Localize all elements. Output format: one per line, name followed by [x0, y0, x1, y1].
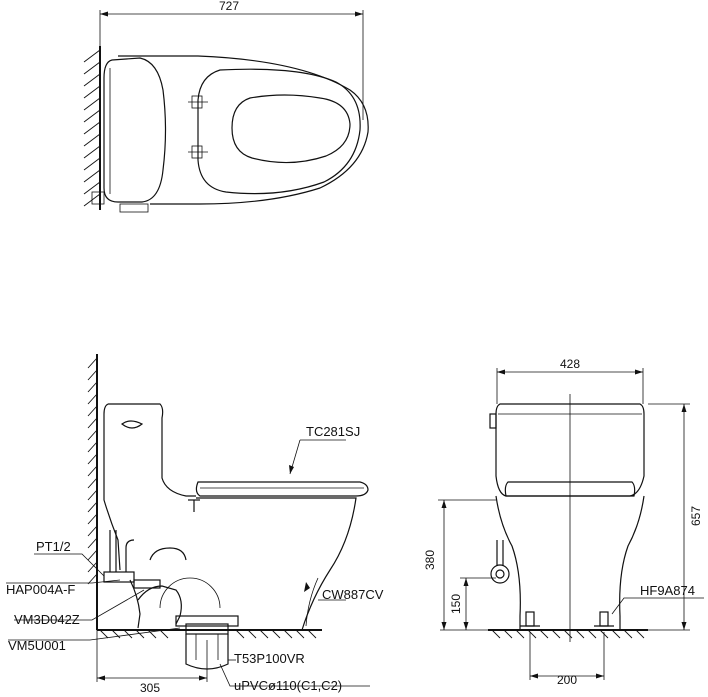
side-view-drain — [159, 577, 239, 670]
front-view: 428 — [423, 357, 704, 687]
drain-adapter-label: T53P100VR — [234, 651, 305, 666]
side-view-seat — [195, 481, 369, 497]
top-view-seat — [197, 68, 361, 195]
overall-width-label: 727 — [219, 0, 239, 13]
front-view-seat — [504, 481, 636, 497]
stop-valve-label: PT1/2 — [36, 539, 71, 554]
side-view: 305 TC281SJ CW887CV PT1/2 HAP004A-F VM3D… — [6, 354, 384, 695]
flush-button — [121, 420, 144, 429]
top-view-wall — [83, 46, 101, 210]
side-view-supply — [103, 530, 161, 629]
top-view-supply-fitting — [91, 191, 149, 213]
side-view-callouts: TC281SJ CW887CV PT1/2 HAP004A-F VM3D042Z… — [6, 424, 384, 693]
supply-height-label: 150 — [449, 594, 463, 614]
dimension-overall-width: 727 — [99, 0, 364, 120]
dimension-bolt-spacing: 200 — [529, 632, 605, 687]
side-view-tank — [108, 403, 196, 497]
hose-label: HAP004A-F — [6, 582, 75, 597]
top-view-hinges — [188, 95, 208, 159]
front-width-label: 428 — [560, 357, 580, 371]
rough-in-label: 305 — [140, 681, 160, 695]
seat-height-label: 380 — [423, 550, 437, 570]
front-height-label: 657 — [689, 506, 703, 526]
bolt-spacing-label: 200 — [557, 673, 577, 687]
front-view-bolts — [520, 611, 614, 627]
top-view: 727 — [83, 0, 369, 213]
drain-pipe-label: uPVCø110(C1,C2) — [234, 678, 342, 693]
dimension-front-width: 428 — [496, 357, 644, 404]
front-view-supply — [490, 540, 510, 584]
side-view-hinge-bolt — [188, 499, 200, 512]
side-view-trapway — [149, 547, 187, 561]
front-view-pedestal — [495, 495, 521, 630]
top-view-bowl-opening — [231, 94, 351, 164]
dimension-rough-in: 305 — [96, 630, 208, 695]
flange-label: VM5U001 — [8, 638, 66, 653]
dimension-supply-height: 150 — [449, 577, 496, 630]
front-view-floor — [488, 629, 648, 639]
side-view-wall — [87, 354, 98, 630]
side-view-floor — [97, 629, 322, 639]
fitting-label: VM3D042Z — [14, 612, 80, 627]
bolt-part-label: HF9A874 — [640, 583, 695, 598]
bowl-part-label: CW887CV — [322, 587, 384, 602]
bolt-part-callout: HF9A874 — [611, 583, 704, 615]
dimension-front-height: 657 — [648, 403, 703, 631]
top-view-tank — [103, 57, 167, 203]
dimension-seat-height: 380 — [423, 499, 496, 631]
side-view-bowl — [196, 497, 357, 631]
seat-part-label: TC281SJ — [306, 424, 360, 439]
top-view-outline — [118, 55, 369, 205]
